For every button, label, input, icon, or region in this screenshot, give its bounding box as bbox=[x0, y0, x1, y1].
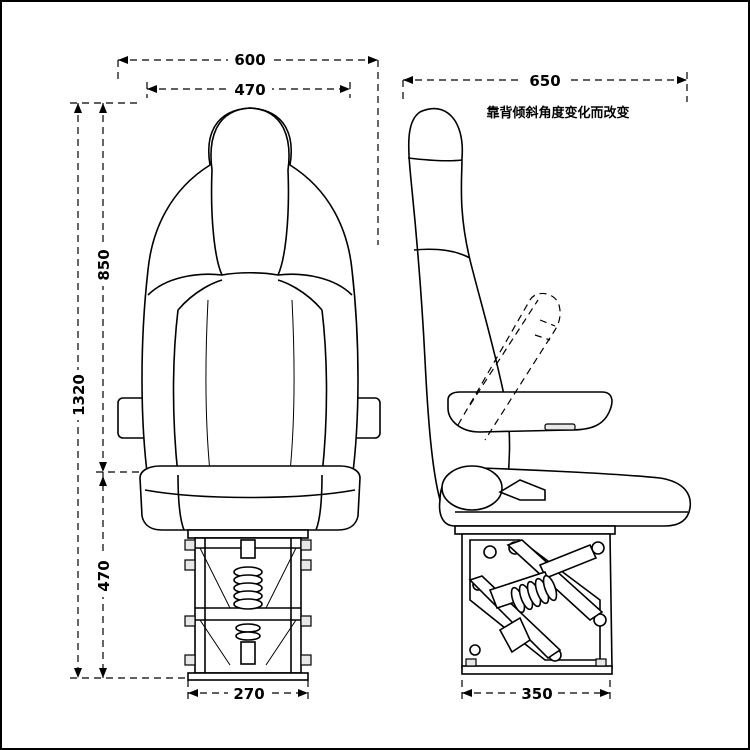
dim-label-850: 850 bbox=[95, 249, 113, 280]
dim-label-650: 650 bbox=[529, 72, 560, 90]
dim-side-depth: 650 bbox=[402, 70, 688, 102]
dim-label-1320: 1320 bbox=[70, 374, 88, 416]
dim-label-600: 600 bbox=[234, 51, 265, 69]
front-view-seat bbox=[117, 107, 381, 681]
dim-base-width-side: 350 bbox=[461, 680, 611, 703]
dim-inner-width: 470 bbox=[146, 80, 351, 99]
dim-base-width-front: 270 bbox=[187, 680, 309, 703]
side-suspension bbox=[454, 525, 616, 675]
dim-label-350: 350 bbox=[521, 685, 552, 703]
dim-label-470-side: 470 bbox=[95, 560, 113, 591]
dim-label-270: 270 bbox=[233, 685, 264, 703]
dim-overall-width: 600 bbox=[117, 50, 379, 245]
backrest-angle-note: 靠背倾斜角度变化而改变 bbox=[486, 105, 629, 121]
side-armrest bbox=[447, 391, 613, 433]
dim-total-height: 1320 bbox=[68, 102, 185, 679]
dim-base-height: 470 bbox=[93, 472, 113, 678]
front-headrest bbox=[210, 107, 290, 276]
front-suspension bbox=[184, 529, 312, 681]
dim-label-470-top: 470 bbox=[234, 81, 265, 99]
dim-back-height: 850 bbox=[93, 103, 140, 473]
side-view-seat bbox=[407, 107, 692, 675]
